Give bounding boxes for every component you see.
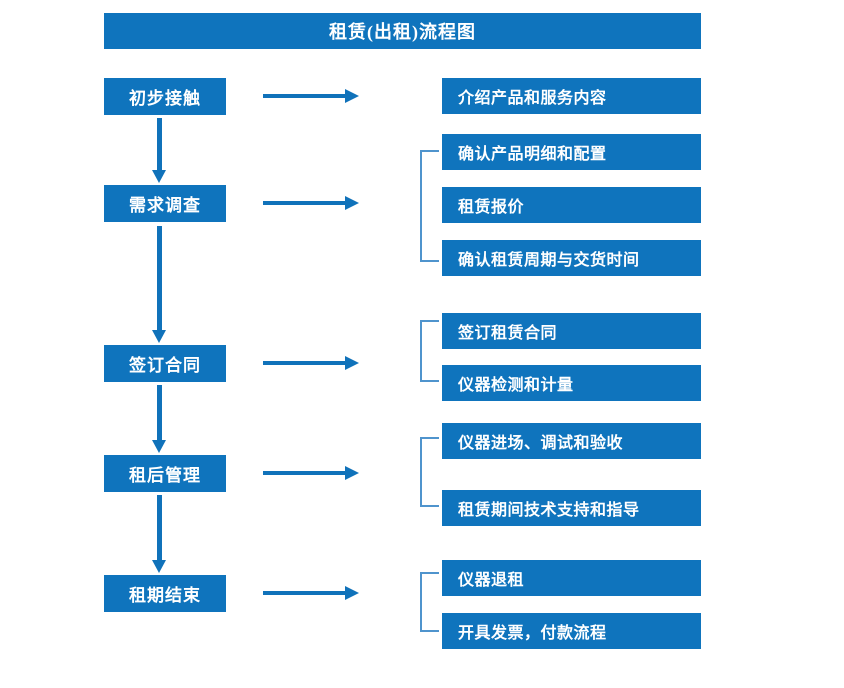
vertical-arrow-3-4 [152, 385, 166, 453]
detail-box-5[interactable]: 签订租赁合同 [442, 313, 701, 349]
group-bracket-1 [420, 150, 440, 262]
group-bracket-2 [420, 320, 440, 382]
vertical-arrow-4-5 [152, 495, 166, 573]
vertical-arrow-2-3 [152, 226, 166, 343]
stage-box-5[interactable]: 租期结束 [104, 575, 226, 612]
horizontal-arrow-5 [263, 586, 359, 600]
vertical-arrow-1-2 [152, 118, 166, 183]
group-bracket-3 [420, 437, 440, 507]
stage-box-3[interactable]: 签订合同 [104, 345, 226, 382]
detail-box-8[interactable]: 租赁期间技术支持和指导 [442, 490, 701, 526]
horizontal-arrow-3 [263, 356, 359, 370]
detail-box-1[interactable]: 介绍产品和服务内容 [442, 78, 701, 114]
horizontal-arrow-1 [263, 89, 359, 103]
detail-box-9[interactable]: 仪器退租 [442, 560, 701, 596]
group-bracket-4 [420, 572, 440, 632]
stage-box-4[interactable]: 租后管理 [104, 455, 226, 492]
detail-box-4[interactable]: 确认租赁周期与交货时间 [442, 240, 701, 276]
stage-box-1[interactable]: 初步接触 [104, 78, 226, 115]
detail-box-6[interactable]: 仪器检测和计量 [442, 365, 701, 401]
stage-box-2[interactable]: 需求调查 [104, 185, 226, 222]
horizontal-arrow-2 [263, 196, 359, 210]
diagram-title: 租赁(出租)流程图 [104, 13, 701, 49]
horizontal-arrow-4 [263, 466, 359, 480]
detail-box-7[interactable]: 仪器进场、调试和验收 [442, 423, 701, 459]
detail-box-3[interactable]: 租赁报价 [442, 187, 701, 223]
detail-box-2[interactable]: 确认产品明细和配置 [442, 134, 701, 170]
detail-box-10[interactable]: 开具发票，付款流程 [442, 613, 701, 649]
